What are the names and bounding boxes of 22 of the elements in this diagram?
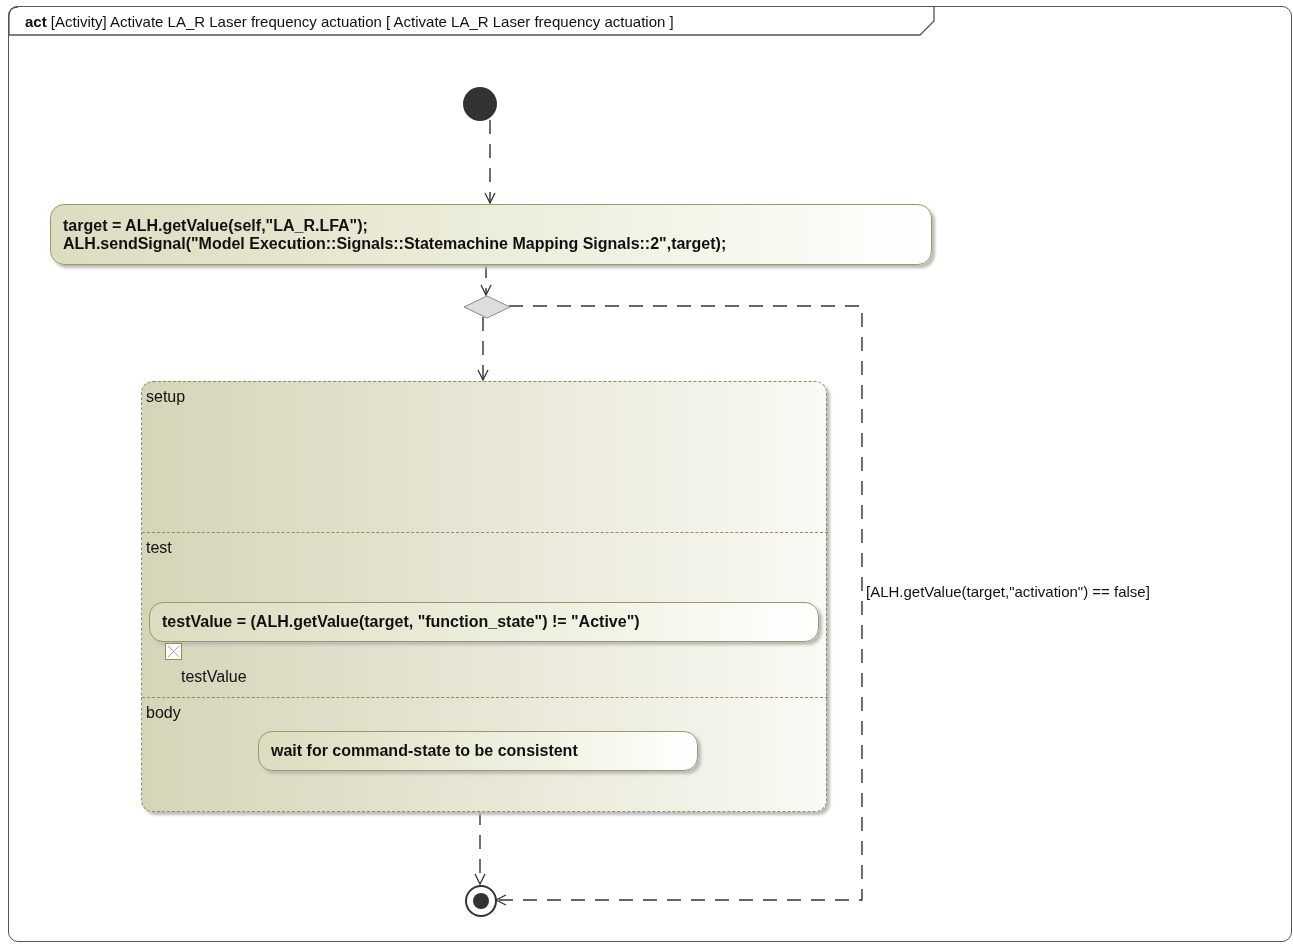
section-label: setup [146,388,186,406]
flow-arrow [495,305,863,906]
flow-arrow [477,316,489,381]
action-text: testValue = (ALH.getValue(target, "function_state") != "Active") [161,613,641,631]
action-text: ALH.sendSignal("Model Execution::Signals::Statemachine Mapping Signals::2",target); [62,234,728,253]
pin-label: testValue [181,668,247,686]
flow-arrow [484,119,496,204]
final-node [465,885,497,917]
section-label: test [146,539,172,557]
flow-arrow [480,263,492,296]
action-box [258,731,698,771]
action-text: wait for command-state to be consistent [270,742,579,760]
flow-arrow [474,810,486,885]
initial-node [463,87,497,121]
section-label: body [146,704,181,722]
loop-node [141,381,827,812]
action-box [50,204,932,265]
frame-title: act [Activity] Activate LA_R Laser frequency actuation [ Activate LA_R Laser frequency actuation ] [25,13,674,30]
activity-frame [8,6,1292,942]
decision-diamond [464,296,510,318]
action-box [149,602,819,642]
action-text: target = ALH.getValue(self,"LA_R.LFA"); [62,216,369,235]
